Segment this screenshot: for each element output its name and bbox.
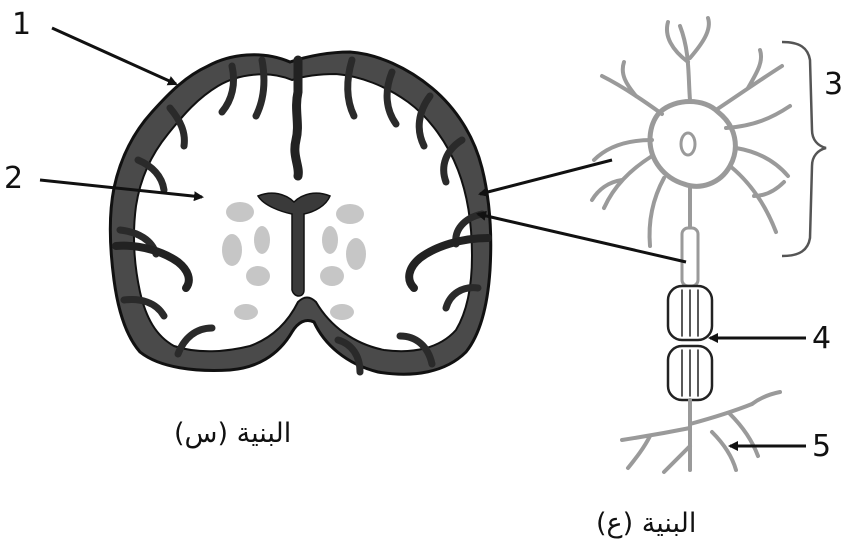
myelin-sheath [668,286,712,400]
axon-initial-segment [682,228,698,286]
label-3: 3 [824,67,843,102]
neuron [592,18,790,472]
label-2: 2 [4,161,23,196]
longitudinal-fissure [295,60,298,176]
arrow-1 [52,28,176,84]
arrow-to-white-matter [478,214,686,262]
caption-brain-structure: البنية (س) [174,418,291,449]
label-5: 5 [812,429,831,464]
axon-terminals [622,392,780,472]
brace-3 [782,42,826,256]
label-4: 4 [812,321,831,356]
caption-neuron-structure: البنية (ع) [596,508,696,539]
brain-coronal-section [110,52,491,374]
arrow-to-cortex [480,160,612,194]
label-1: 1 [12,7,31,42]
